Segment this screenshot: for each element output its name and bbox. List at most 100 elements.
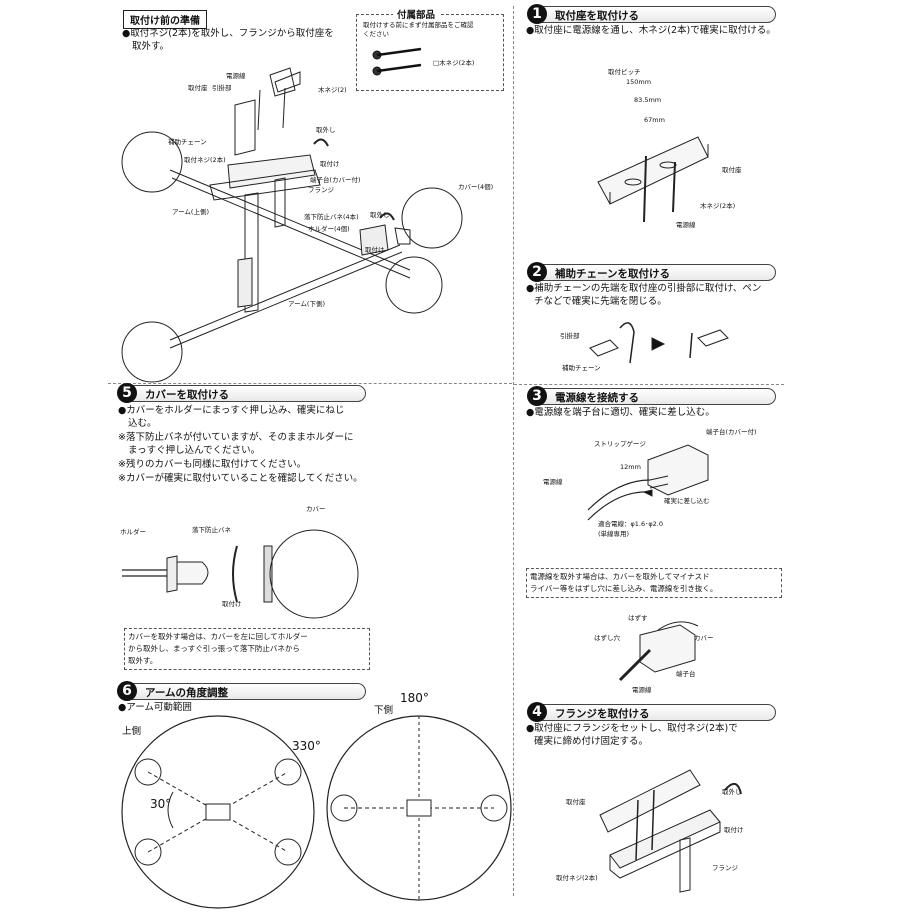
step4-number: 4 (527, 702, 547, 722)
step5-cover-illustration (122, 529, 359, 619)
step5-install-label: 取付け (222, 600, 242, 608)
step1-header: 1 取付座を取付ける (527, 4, 776, 24)
step1-mount-illustration (597, 136, 709, 223)
step4-flange-label: フランジ (712, 864, 738, 872)
step4-line-1: ●取付座にフランジをセットし、取付ネジ(2本)で (526, 723, 738, 734)
step5-note-1: カバーを取外す場合は、カバーを左に回してホルダー (128, 632, 308, 641)
step3-insert-label: 確実に差し込む (664, 497, 710, 505)
step1-mount-label: 取付座 (722, 166, 742, 174)
step3-terminal2-label: 端子台 (676, 670, 696, 678)
step3-terminal-illustration (587, 444, 709, 521)
step1-pitch-label: 取付ピッチ (608, 68, 641, 76)
step5-line-1: ●カバーをホルダーにまっすぐ押し込み、確実にねじ (118, 405, 345, 416)
step6-30-label: 30° (150, 797, 172, 811)
step4-install-label: 取付け (724, 826, 744, 834)
step2-line-2: チなどで確実に先端を閉じる。 (534, 296, 667, 307)
step3-title: 電源線を接続する (555, 392, 639, 404)
prep-label-wire: 電源線 (226, 72, 246, 80)
step6-bottom-label: 下側 (374, 705, 394, 716)
parts-item: □木ネジ(2本) (433, 59, 475, 67)
step2-chain-illustration (589, 322, 729, 364)
step5-spring-label: 落下防止バネ (192, 526, 231, 534)
step5-line-4: まっすぐ押し込んでください。 (128, 445, 261, 456)
step6-header: 6 アームの角度調整 (117, 681, 366, 701)
step1-wire-label: 電源線 (676, 221, 696, 229)
step4-title: フランジを取付ける (555, 708, 650, 720)
prep-label-terminal: 端子台(カバー付) (310, 176, 361, 184)
prep-label-woodscrew: 木ネジ(2) (318, 86, 347, 94)
step4-line-2: 確実に締め付け固定する。 (534, 736, 649, 747)
prep-label-flange: フランジ (308, 186, 334, 194)
step1-number: 1 (527, 4, 547, 24)
prep-exploded-illustration (121, 67, 463, 383)
step2-hook-label: 引掛部 (560, 332, 580, 340)
step5-holder-label: ホルダー (120, 528, 146, 536)
prep-line-2: 取外す。 (132, 41, 170, 52)
step5-line-2: 込む。 (128, 418, 157, 429)
step3-note-box: 電源線を取外す場合は、カバーを取外してマイナスド ライバー等をはずし穴に差し込み… (526, 568, 782, 598)
step4-screws-label: 取付ネジ(2本) (556, 874, 598, 882)
step3-wire-label: 電源線 (543, 478, 563, 486)
prep-label-screws: 取付ネジ(2本) (184, 156, 226, 164)
step1-screw-label: 木ネジ(2本) (700, 202, 736, 210)
prep-label-remove: 取外し (316, 126, 336, 134)
left-divider (108, 383, 512, 384)
prep-label-install: 取付け (320, 160, 340, 168)
step3-gauge-label: ストリップゲージ (594, 440, 646, 448)
step5-note-3: 取外す。 (128, 656, 158, 665)
wood-screw-icon (372, 47, 422, 76)
step6-desc: ●アーム可動範囲 (118, 702, 192, 713)
prep-label-install2: 取付け (365, 246, 385, 254)
step2-number: 2 (527, 262, 547, 282)
step4-remove-label: 取外し (722, 788, 742, 796)
step5-line-5: ※残りのカバーも同様に取付けてください。 (118, 459, 307, 470)
parts-title: 付属部品 (393, 7, 440, 21)
prep-label-arm-bottom: アーム(下側) (288, 300, 325, 308)
prep-label-cover: カバー(4個) (458, 183, 494, 191)
step1-desc: ●取付座に電源線を通し、木ネジ(2本)で確実に取付ける。 (526, 25, 776, 36)
prep-label-holder: ホルダー(4個) (308, 225, 350, 233)
step5-cover-label: カバー (306, 505, 326, 513)
step6-top-arm-diagram (121, 715, 315, 909)
step3-fit-2: (単線専用) (598, 530, 630, 538)
step2-title: 補助チェーンを取付ける (555, 268, 670, 280)
step3-hole-label: はずし穴 (594, 634, 620, 642)
prep-label-chain: 補助チェーン (168, 138, 207, 146)
step2-line-1: ●補助チェーンの先端を取付座の引掛部に取付け、ペン (526, 283, 762, 294)
prep-line-1: ●取付ネジ(2本)を取外し、フランジから取付座を (122, 28, 334, 39)
step3-terminal-label: 端子台(カバー付) (706, 428, 757, 436)
step3-wire2-label: 電源線 (632, 686, 652, 694)
step3-note-1: 電源線を取外す場合は、カバーを取外してマイナスド (530, 572, 710, 581)
step3-fit-1: 適合電線：φ1.6･φ2.0 (598, 520, 663, 528)
step2-header: 2 補助チェーンを取付ける (527, 262, 776, 282)
step4-flange-illustration (599, 769, 742, 893)
step3-cover-label: カバー (694, 634, 714, 642)
step3-release-illustration (618, 621, 699, 682)
step3-hazusu-label: はずす (628, 614, 648, 622)
step5-number: 5 (117, 383, 137, 403)
step5-line-3: ※落下防止バネが付いていますが、そのままホルダーに (118, 432, 354, 443)
right-divider-1 (514, 384, 784, 385)
step1-dim-67: 67mm (644, 116, 665, 124)
prep-label-hook: 引掛部 (212, 84, 232, 92)
step6-title: アームの角度調整 (145, 687, 229, 699)
step6-bottom-arm-diagram (326, 715, 512, 901)
prep-label-spring: 落下防止バネ(4本) (304, 213, 359, 221)
step5-line-6: ※カバーが確実に取付いていることを確認してください。 (118, 473, 363, 484)
prep-label-mount: 取付座 (188, 84, 208, 92)
step6-180-label: 180° (400, 691, 429, 705)
step3-12mm-label: 12mm (620, 463, 641, 471)
step3-note-2: ライバー等をはずし穴に差し込み、電源線を引き抜く。 (530, 584, 718, 593)
step1-title: 取付座を取付ける (555, 10, 639, 22)
prep-label-arm-top: アーム(上側) (172, 208, 209, 216)
step5-title: カバーを取付ける (145, 389, 229, 401)
parts-note-2: ください (363, 30, 389, 38)
parts-box: 付属部品 取付けする前にまず付属部品をご確認 ください □木ネジ(2本) (356, 7, 504, 91)
step3-desc: ●電源線を端子台に適切、確実に差し込む。 (526, 407, 715, 418)
step6-330-label: 330° (292, 739, 321, 753)
step4-mount-label: 取付座 (566, 798, 586, 806)
prep-label-remove2: 取外し (370, 211, 390, 219)
step4-header: 4 フランジを取付ける (527, 702, 776, 722)
step5-note-2: から取外し、まっすぐ引っ張って落下防止バネから (128, 644, 300, 653)
step6-top-label: 上側 (122, 726, 142, 737)
